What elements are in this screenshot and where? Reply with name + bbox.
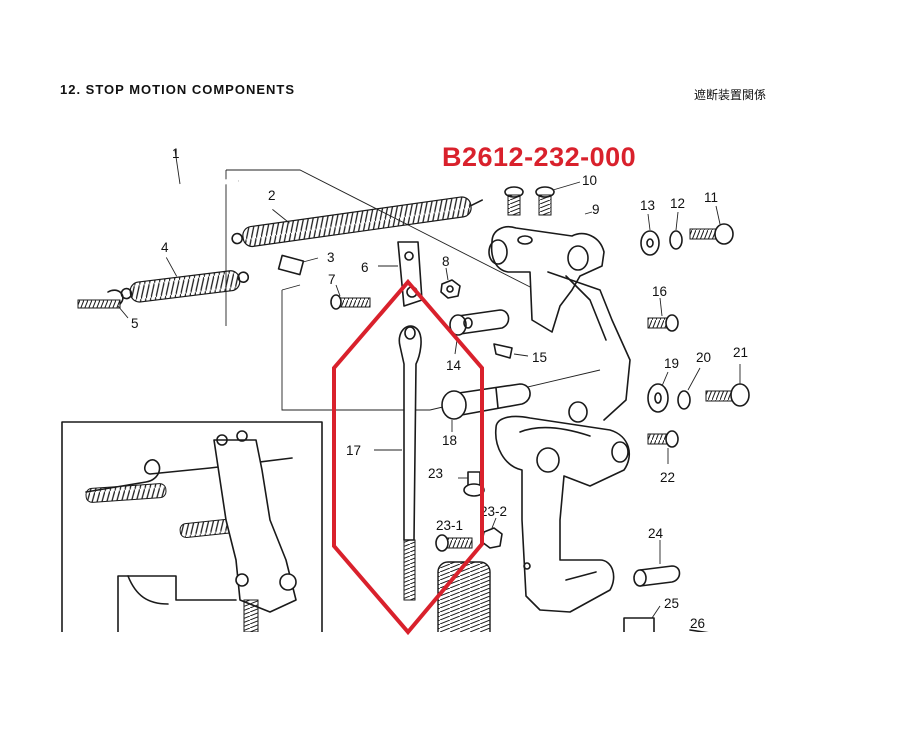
callout-23: 23 <box>428 466 443 481</box>
part-7-screw <box>330 284 371 310</box>
part-6-link-plate <box>378 241 423 307</box>
callout-10: 10 <box>582 173 597 188</box>
part-4-spring <box>120 257 250 303</box>
part-15-pin <box>493 343 529 359</box>
assembly-outline <box>225 169 601 411</box>
part-20-spring-washer <box>677 367 701 410</box>
callout-3: 3 <box>327 250 335 265</box>
part-1-hook-wire <box>65 149 239 267</box>
callout-11: 11 <box>704 190 718 205</box>
part-17-threaded-rod <box>374 325 422 601</box>
section-title: 12. STOP MOTION COMPONENTS <box>60 82 295 97</box>
part-8-nut <box>440 267 461 299</box>
callout-26: 26 <box>690 616 705 631</box>
callout-23-1: 23-1 <box>436 518 463 533</box>
part-13-washer <box>640 213 660 256</box>
part-14-sleeve <box>449 309 510 355</box>
part-16-screw <box>647 297 679 332</box>
callout-8: 8 <box>442 254 450 269</box>
part-18-shaft <box>441 383 531 432</box>
part-25-block <box>623 605 661 632</box>
highlighted-part-number: B2612-232-000 <box>442 142 637 172</box>
callout-5: 5 <box>131 316 139 331</box>
part-11-screw <box>689 205 734 245</box>
part-23-1-screw <box>435 534 473 552</box>
callout-16: 16 <box>652 284 667 299</box>
callout-13: 13 <box>640 198 655 213</box>
callout-17: 17 <box>346 443 361 458</box>
callout-20: 20 <box>696 350 711 365</box>
part-12-spring-washer <box>669 211 683 250</box>
callout-22: 22 <box>660 470 675 485</box>
lower-spring <box>437 561 491 632</box>
part-21-screw <box>705 364 750 407</box>
callout-23-2: 23-2 <box>480 504 507 519</box>
part-10-screws <box>504 181 581 216</box>
highlight-outline-part-17 <box>332 278 484 636</box>
section-title-jp: 遮断装置関係 <box>694 88 767 102</box>
callout-18: 18 <box>442 433 457 448</box>
callout-19: 19 <box>664 356 679 371</box>
callout-21: 21 <box>733 345 748 360</box>
callout-1: 1 <box>172 146 180 161</box>
callout-2: 2 <box>268 188 276 203</box>
part-24-pin <box>633 540 681 587</box>
part-3-stud <box>277 254 319 276</box>
callout-25: 25 <box>664 596 679 611</box>
callout-9: 9 <box>592 202 600 217</box>
callout-4: 4 <box>161 240 169 255</box>
inset-assembly-view <box>61 421 323 632</box>
callout-24: 24 <box>648 526 664 541</box>
part-9-bracket <box>488 211 631 421</box>
part-23-2-nut <box>481 517 503 549</box>
part-5-hook-pin <box>77 289 129 319</box>
part-22-screw <box>647 430 679 464</box>
main-frame <box>495 401 631 613</box>
callout-14: 14 <box>446 358 462 373</box>
callout-6: 6 <box>361 260 369 275</box>
callout-12: 12 <box>670 196 685 211</box>
part-26-detail <box>689 629 709 632</box>
callout-15: 15 <box>532 350 547 365</box>
callout-7: 7 <box>328 272 336 287</box>
part-19-washer <box>647 371 669 413</box>
callout-labels: 1 2 3 4 5 6 7 8 9 10 11 12 13 14 15 16 1… <box>131 146 748 631</box>
part-2-long-spring <box>231 196 483 248</box>
